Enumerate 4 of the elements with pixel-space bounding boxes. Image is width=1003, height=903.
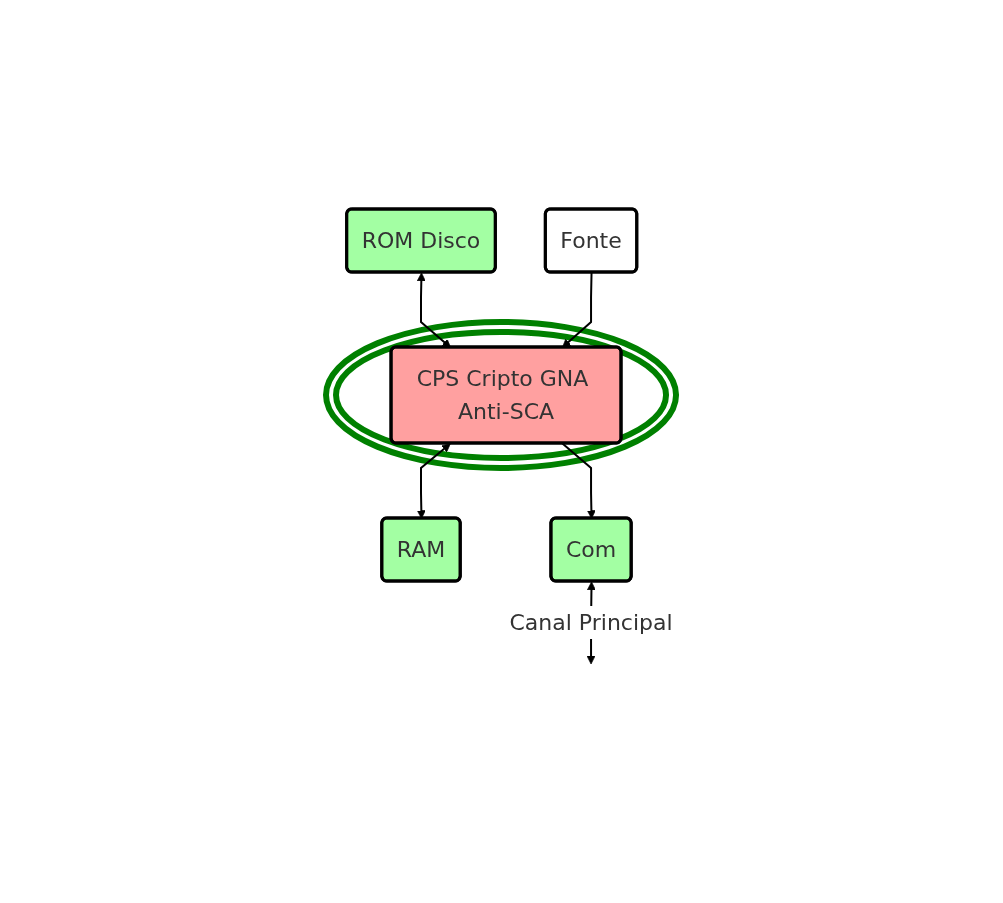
arrow (417, 443, 452, 519)
arrow (417, 272, 452, 348)
ring (323, 319, 680, 471)
edge-label: Canal Principal (509, 610, 674, 635)
